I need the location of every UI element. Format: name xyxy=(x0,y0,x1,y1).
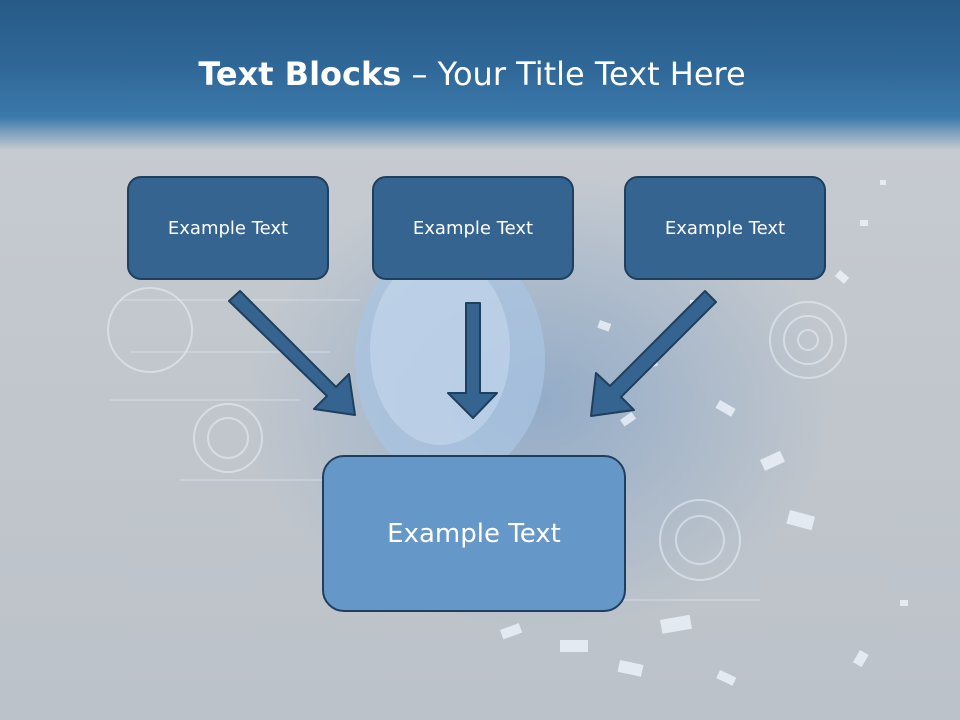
main-text-block-label: Example Text xyxy=(387,518,561,549)
main-text-block[interactable]: Example Text xyxy=(322,455,626,612)
title-rest-part: – Your Title Text Here xyxy=(401,55,746,93)
text-block-1[interactable]: Example Text xyxy=(127,176,329,280)
text-block-3[interactable]: Example Text xyxy=(624,176,826,280)
title-bar xyxy=(0,0,960,150)
arrow-down-right-icon xyxy=(228,290,356,416)
text-block-3-label: Example Text xyxy=(664,217,786,239)
text-block-2-label: Example Text xyxy=(412,217,534,239)
arrow-down-left-icon xyxy=(590,290,717,417)
title-bold-part: Text Blocks xyxy=(198,55,402,93)
text-block-1-label: Example Text xyxy=(167,217,289,239)
arrow-down-icon xyxy=(447,302,498,419)
slide-title: Text Blocks – Your Title Text Here xyxy=(0,52,944,96)
text-block-2[interactable]: Example Text xyxy=(372,176,574,280)
